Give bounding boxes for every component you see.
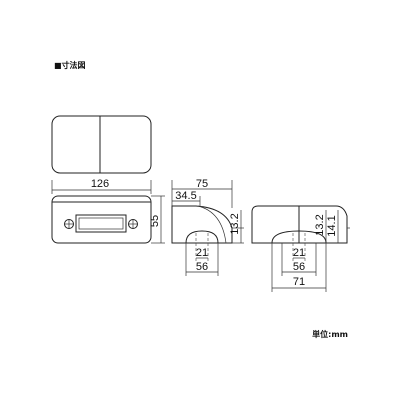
left-screw-icon xyxy=(64,219,74,229)
end-view: 13.2 14.1 21 56 71 xyxy=(251,205,350,292)
side-view: 75 34.5 13.2 21 56 xyxy=(171,178,244,276)
side-right-height-label: 13.2 xyxy=(229,213,241,234)
front-view-window xyxy=(75,214,127,233)
side-view-outline xyxy=(171,205,233,244)
front-height-label: 55 xyxy=(149,215,161,227)
top-view xyxy=(51,115,152,174)
side-view-curve xyxy=(197,205,227,244)
side-bottom-inner-label: 21 xyxy=(196,247,208,259)
end-height-a-label: 13.2 xyxy=(314,214,326,235)
front-width-label: 126 xyxy=(91,178,109,190)
right-screw-icon xyxy=(128,219,138,229)
end-bottom-outer-label: 71 xyxy=(293,276,305,288)
end-bottom-mid-label: 56 xyxy=(293,261,305,273)
front-view: 126 55 xyxy=(51,178,165,244)
side-depth-label: 75 xyxy=(196,178,208,190)
side-view-arch xyxy=(185,230,219,244)
end-height-b-label: 14.1 xyxy=(326,215,338,236)
unit-note: 単位:mm xyxy=(312,330,348,339)
side-offset-label: 34.5 xyxy=(175,190,196,202)
side-bottom-outer-label: 56 xyxy=(196,261,208,273)
end-view-arch xyxy=(271,230,327,244)
end-bottom-inner-label: 21 xyxy=(293,247,305,259)
front-view-window-inner xyxy=(78,217,124,230)
top-view-outline xyxy=(51,115,152,174)
drawing-heading: ■寸法図 xyxy=(54,61,86,70)
